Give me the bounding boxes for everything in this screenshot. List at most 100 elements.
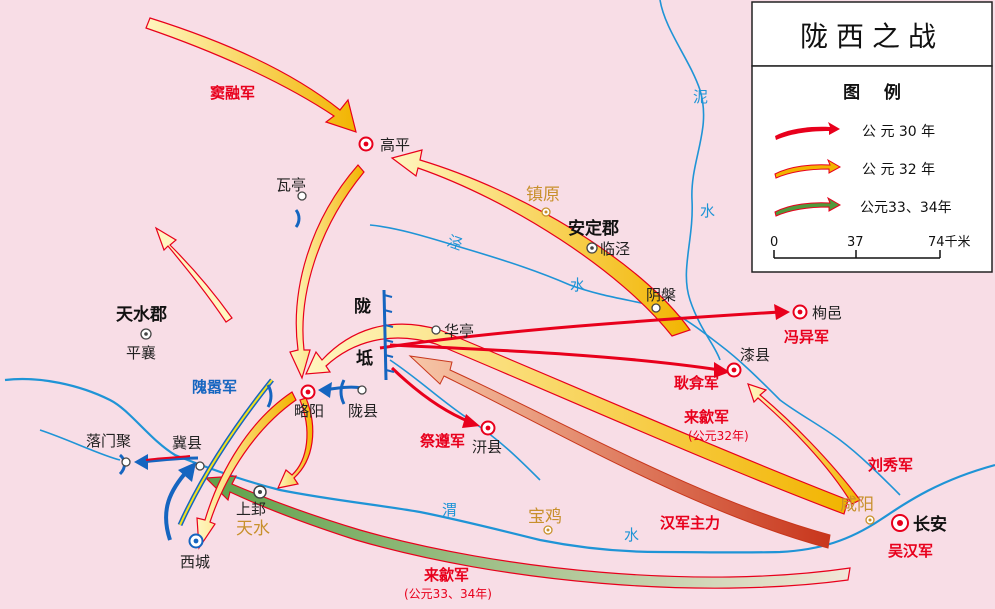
xicheng-marker — [188, 533, 204, 549]
legend-item-32: 公 元 32 年 — [774, 158, 935, 179]
longxian-label: 陇县 — [348, 402, 378, 420]
legend-arrow-30 — [775, 122, 840, 140]
dourong-arrow — [145, 17, 357, 133]
gaoping-label: 高平 — [380, 136, 410, 154]
scale-tick-0: 0 — [770, 235, 778, 250]
wuhan-label: 吴汉军 — [888, 542, 933, 560]
wei-label-2: 水 — [624, 526, 639, 544]
huating-label: 华亭 — [444, 322, 474, 340]
legend-item-3334: 公元33、34年 — [774, 196, 952, 217]
longdi-pass-line — [382, 289, 388, 381]
scale-tick-74: 74千米 — [928, 235, 971, 250]
lueyang-to-tianshui-arrow — [276, 397, 314, 489]
changan-label: 长安 — [913, 514, 947, 535]
pingxiang-marker — [140, 328, 152, 340]
gengyan-label: 耿弇军 — [674, 374, 719, 392]
scale-bar: 0 37 74千米 — [770, 235, 971, 259]
wating-arc — [294, 209, 301, 228]
lueyang-marker — [300, 384, 316, 400]
pass-di-label: 坻 — [356, 348, 373, 369]
longxian-arc — [339, 379, 346, 405]
scale-tick-37: 37 — [847, 235, 864, 250]
fengyi-label: 冯异军 — [784, 328, 829, 346]
legend-label-3334: 公元33、34年 — [860, 200, 952, 216]
xicheng-label: 西城 — [180, 553, 210, 571]
yinpan-marker — [651, 303, 661, 313]
luomenju-label: 落门聚 — [86, 432, 131, 450]
laixi3334-label: 来歙军 — [423, 566, 469, 584]
wating-marker — [297, 191, 307, 201]
fengyi-arrowhead — [774, 304, 790, 320]
jixian-marker — [195, 461, 205, 471]
luomenju-red-arrow — [145, 455, 191, 461]
ni-label-2: 水 — [700, 202, 715, 220]
huating-marker — [431, 325, 441, 335]
gaoping-marker — [358, 136, 374, 152]
army-labels: 窦融军 冯异军 耿弇军 来歙军 (公元32年) 祭遵军 刘秀军 汉军主力 吴汉军… — [192, 84, 933, 601]
map-title: 陇西之战 — [800, 20, 944, 53]
lueyang-arc — [266, 384, 273, 408]
place-markers — [121, 136, 909, 549]
qianxian-marker — [480, 420, 496, 436]
weixiao-arrowhead-3 — [134, 454, 148, 470]
northwest-arrow — [154, 226, 233, 323]
laixi32-arrow — [305, 323, 849, 515]
zhenyuan-label: 镇原 — [526, 185, 560, 205]
legend-label-32: 公 元 32 年 — [862, 162, 935, 178]
shanggui-marker — [253, 485, 267, 499]
baoji-marker — [543, 525, 553, 535]
commandery-labels: 天水郡 安定郡 — [116, 218, 619, 325]
legend-box: 图 例 公 元 30 年 公 元 32 年 公元33、34年 0 37 74千米 — [751, 65, 993, 273]
legend-label-30: 公 元 30 年 — [862, 124, 935, 140]
zhenyuan-marker — [541, 207, 551, 217]
lueyang-to-xicheng-arrow — [196, 391, 297, 550]
gaoping-to-lueyang-arrow — [289, 164, 365, 380]
jizun-label: 祭遵军 — [419, 432, 465, 450]
jizun-arrow — [390, 366, 471, 424]
pingxiang-label: 平襄 — [126, 344, 156, 362]
laixi3334-year: (公元33、34年) — [404, 587, 492, 601]
legend-heading: 图 例 — [843, 82, 901, 103]
pass-labels: 陇 坻 — [354, 296, 373, 369]
xuyi-label: 栒邑 — [812, 304, 842, 322]
laixi32-label: 来歙军 — [683, 408, 729, 426]
laixi3334-arrow — [204, 475, 851, 589]
changan-marker — [891, 514, 909, 532]
yinpan-label: 阴槃 — [646, 286, 676, 304]
title-box: 陇西之战 — [751, 1, 993, 67]
han-main-arrow — [408, 355, 831, 549]
army-arrows — [134, 17, 861, 589]
linjing-marker — [586, 242, 598, 254]
jing-label: 泾 — [445, 232, 465, 254]
gengyan-arrowhead — [714, 362, 730, 378]
fengyi-arrow — [379, 310, 781, 350]
shanggui-label: 上邽 — [236, 500, 266, 518]
dourong-label: 窦融军 — [210, 84, 255, 102]
pass-long-label: 陇 — [354, 296, 371, 317]
hanmain-label: 汉军主力 — [660, 514, 720, 532]
gengyan-arrow — [389, 343, 721, 372]
qixian-label: 漆县 — [740, 346, 770, 364]
qianxian-label: 汧县 — [472, 438, 502, 456]
xianyang-label: 咸阳 — [840, 495, 874, 515]
ni-river — [659, 0, 721, 361]
wei-label: 渭 — [442, 501, 457, 519]
weixiao-arrow-1-hl — [179, 379, 273, 526]
tributary-2 — [39, 429, 121, 461]
laixi32-year: (公元32年) — [688, 429, 749, 443]
lueyang-label: 略阳 — [294, 402, 324, 420]
qixian-marker — [726, 362, 742, 378]
jizun-arrowhead — [462, 414, 480, 428]
luomenju-marker — [121, 457, 131, 467]
ni-label: 泥 — [693, 88, 708, 106]
longxian-marker — [357, 385, 367, 395]
weixiao-arrow-2 — [164, 468, 190, 541]
weixiao-arrowhead-4 — [318, 382, 332, 398]
legend-item-30: 公 元 30 年 — [775, 122, 935, 140]
legend-arrow-3334 — [774, 196, 842, 217]
river-labels: 泾 水 渭 水 泥 水 — [442, 88, 715, 544]
wei-river — [4, 377, 995, 554]
modern-labels: 镇原 宝鸡 咸阳 天水 — [236, 185, 874, 539]
liuxiu-arrow — [747, 383, 861, 505]
